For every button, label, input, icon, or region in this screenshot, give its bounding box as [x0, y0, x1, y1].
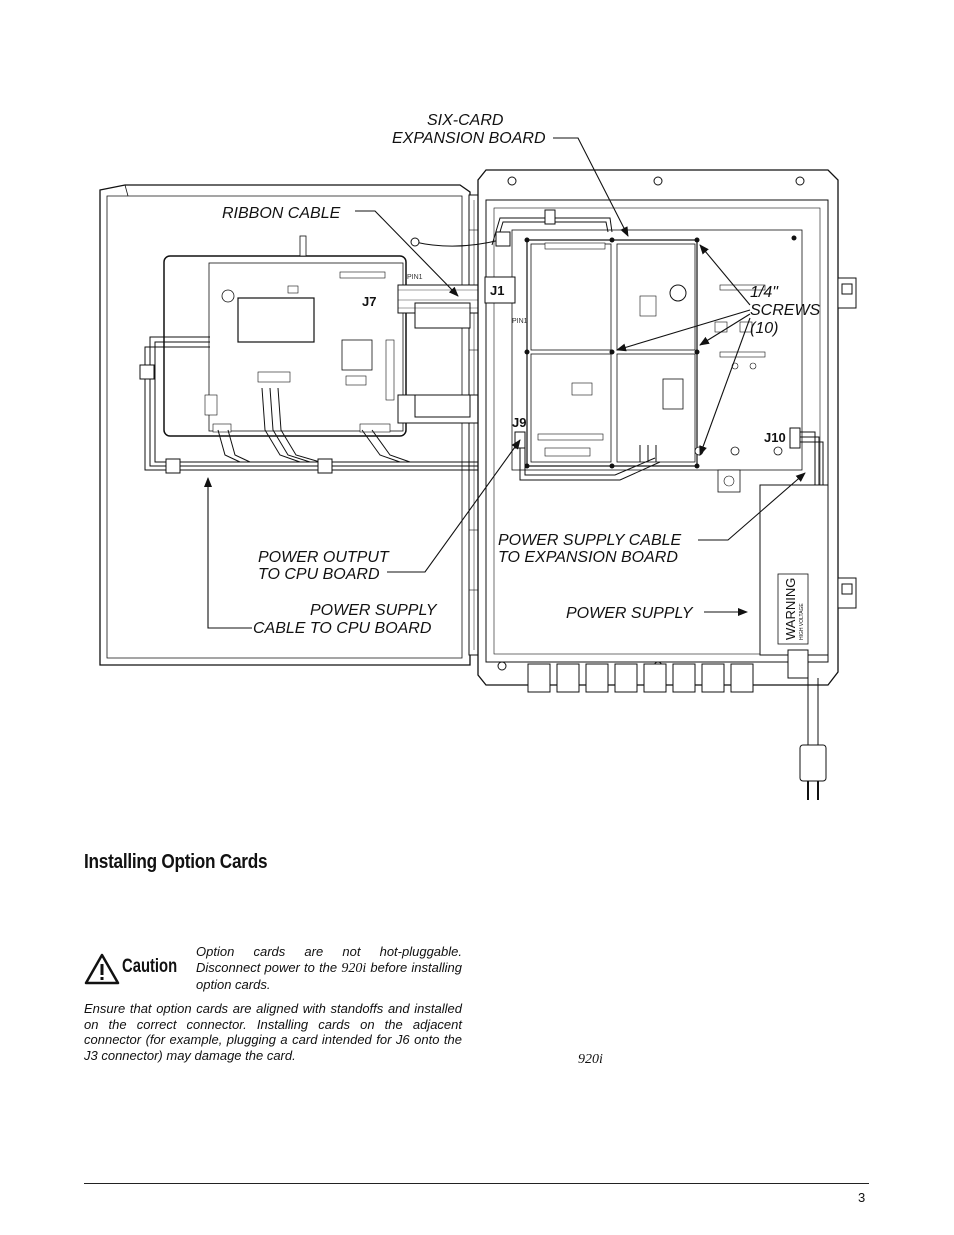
pin1-label-expansion: PIN1	[512, 318, 528, 325]
connector-j1: J1	[490, 283, 504, 298]
warning-triangle-icon	[84, 953, 120, 985]
body-paragraph: Ensure that option cards are aligned wit…	[84, 1001, 462, 1063]
caution-text: Option cards are not hot-pluggable. Disc…	[196, 944, 463, 992]
cable-ties	[139, 364, 333, 474]
backplate	[511, 229, 803, 471]
callout-lines	[204, 137, 806, 629]
footer-rule	[84, 1183, 869, 1184]
label-power-supply: POWER SUPPLY	[566, 605, 694, 622]
product-name: 920i	[578, 1052, 603, 1067]
page-number: 3	[858, 1190, 866, 1205]
screw-points	[524, 235, 797, 469]
connector-j10: J10	[764, 430, 786, 445]
j10-cable	[789, 427, 824, 485]
cpu-board-plate	[163, 235, 407, 437]
connector-j7: J7	[362, 294, 376, 309]
caution-badge: Caution	[84, 947, 194, 987]
pin1-label-cpu: PIN1	[407, 274, 423, 281]
grounding-cable	[410, 209, 613, 247]
section-heading: Installing Option Cards	[84, 851, 268, 873]
svg-text:WARNING: WARNING	[783, 578, 798, 640]
cable-glands	[527, 649, 809, 693]
power-supply-unit	[717, 469, 829, 656]
connector-j9: J9	[512, 415, 526, 430]
power-cord	[799, 678, 827, 800]
caution-label: Caution	[122, 956, 178, 977]
enclosure-latches	[837, 277, 857, 609]
label-ribbon-cable: RIBBON CABLE	[222, 205, 341, 222]
svg-text:HIGH VOLTAGE: HIGH VOLTAGE	[799, 603, 805, 640]
expansion-board	[526, 239, 783, 467]
warning-sticker: WARNING HIGH VOLTAGE	[783, 578, 805, 640]
label-screws: 1/4"SCREWS(10)	[750, 284, 821, 337]
